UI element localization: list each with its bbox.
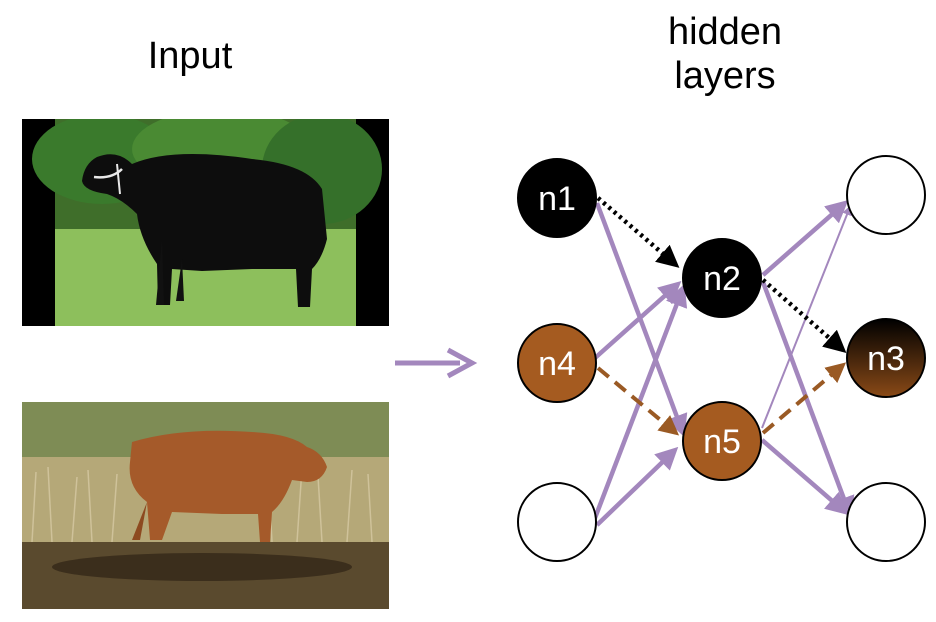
- node-output-bottom: [846, 482, 926, 562]
- black-cow-image: [22, 119, 389, 326]
- node-n3-label: n3: [867, 340, 905, 378]
- edge-n2-out-top: [761, 200, 849, 277]
- input-arrow: [395, 347, 478, 379]
- input-label: Input: [147, 35, 233, 77]
- node-n5-label: n5: [703, 423, 741, 461]
- node-n2-label: n2: [703, 260, 741, 298]
- brown-cow-image: [22, 402, 389, 609]
- node-n3: n3: [846, 318, 926, 398]
- node-n5: n5: [682, 401, 762, 481]
- edge-n4-n5: [596, 366, 680, 436]
- hidden-layers-label: hidden layers: [630, 10, 820, 98]
- edge-n4-n2: [593, 281, 682, 360]
- edge-n5-n3: [761, 362, 847, 435]
- node-n1-label: n1: [538, 180, 576, 218]
- edge-in-n5: [595, 446, 679, 527]
- edge-n5-out-bottom: [760, 438, 849, 515]
- node-n4: n4: [517, 323, 597, 403]
- node-input-empty: [517, 482, 597, 562]
- node-output-top: [846, 155, 926, 235]
- hidden-label-line2: layers: [674, 55, 776, 97]
- edge-n1-n2: [596, 196, 680, 268]
- node-n4-label: n4: [538, 345, 576, 383]
- node-n1: n1: [517, 158, 597, 238]
- node-n2: n2: [682, 238, 762, 318]
- hidden-label-line1: hidden: [667, 11, 783, 53]
